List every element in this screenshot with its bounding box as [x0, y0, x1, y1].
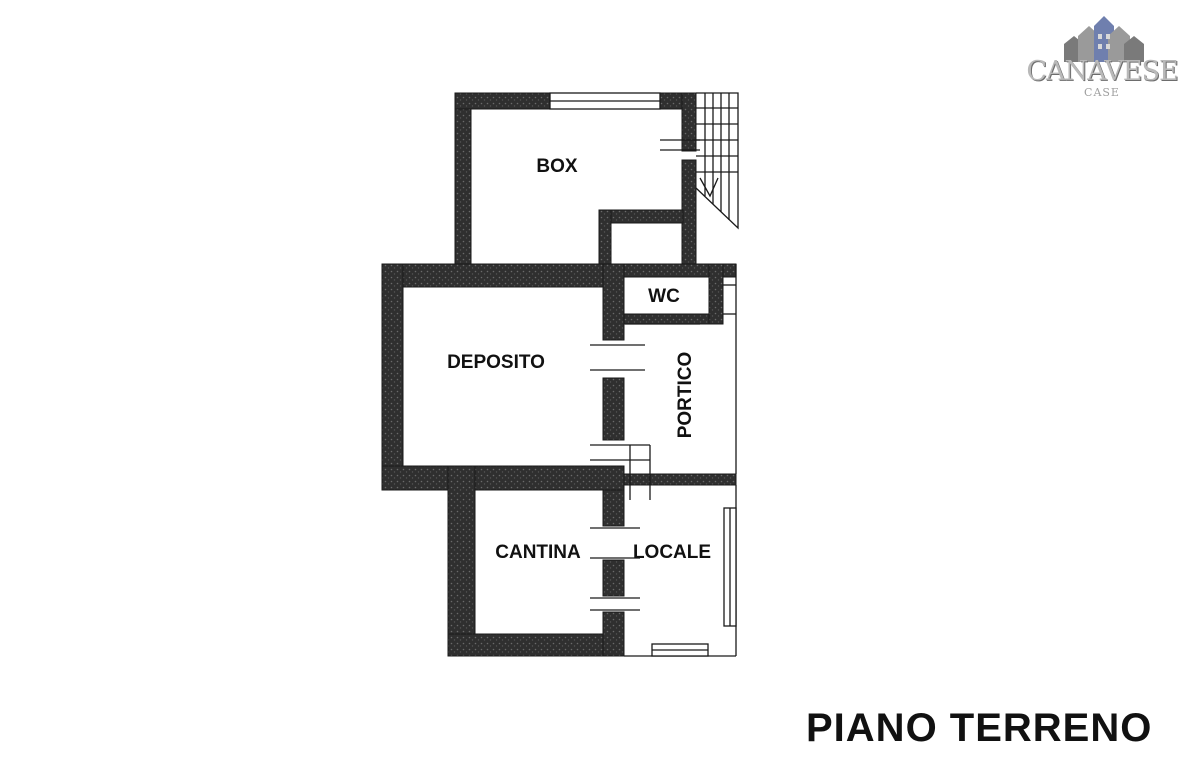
room-label-deposito: DEPOSITO	[447, 352, 545, 373]
houses-icon	[1064, 16, 1144, 62]
wall-wc-right	[708, 263, 724, 325]
floor-title: PIANO TERRENO	[806, 706, 1153, 750]
room-label-portico: PORTICO	[675, 352, 696, 439]
wall-cantina-bottom	[447, 633, 625, 657]
wall-box-left	[454, 92, 472, 268]
room-label-cantina: CANTINA	[495, 542, 581, 563]
wall-box-inner-left	[598, 209, 612, 268]
walls	[381, 92, 737, 657]
logo-subtitle: CASE	[1084, 86, 1120, 99]
staircase	[695, 92, 739, 230]
wall-wc-bottom	[623, 313, 719, 325]
wall-locale-top	[623, 473, 737, 486]
wall-cantina-left	[447, 465, 476, 657]
wall-box-right	[681, 92, 697, 152]
room-label-box: BOX	[536, 156, 578, 177]
wall-cantina-right-1	[602, 489, 625, 527]
wall-deposito-right-2	[602, 377, 625, 441]
wall-deposito-left	[381, 263, 404, 491]
room-label-locale: LOCALE	[633, 542, 711, 563]
room-label-wc: WC	[648, 286, 680, 307]
logo-wordmark: CANAVESE	[1026, 56, 1178, 87]
wall-box-inner-top	[598, 209, 684, 224]
wall-box-right-lower	[681, 159, 697, 268]
wall-deposito-right-1	[602, 263, 625, 341]
wall-deposito-top	[381, 263, 625, 288]
canavese-case-logo: CANAVESE CASE	[1026, 14, 1179, 100]
thin-lines	[549, 92, 739, 657]
wall-cantina-right-3	[602, 611, 625, 657]
wall-deposito-bottom	[381, 465, 625, 491]
wall-cantina-right-2	[602, 559, 625, 597]
wall-box-top-left	[454, 92, 551, 110]
